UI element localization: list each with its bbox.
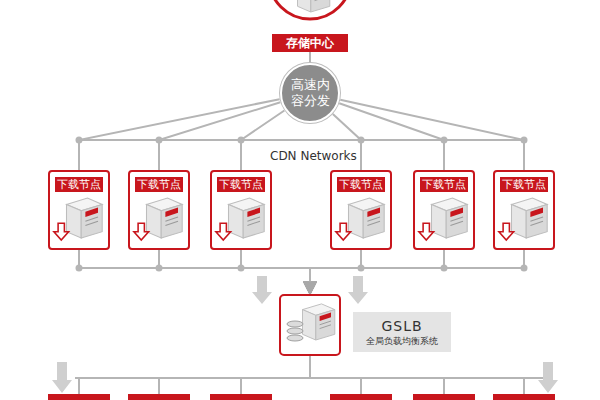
connector [241, 250, 310, 294]
network-label: CDN Networks [267, 149, 360, 163]
junction-dots [76, 137, 528, 272]
server-icon [303, 304, 335, 340]
gslb-drop [309, 356, 311, 378]
server-icon [298, 0, 330, 12]
gslb-panel: GSLB全局负载均衡系统 [353, 312, 451, 352]
gslb-illustration [281, 296, 339, 354]
system-description: 全局负载均衡系统 [366, 335, 438, 347]
server-icon [216, 198, 264, 240]
distribution-circle: 高速内容分发 [280, 63, 340, 123]
server-illustration [212, 192, 270, 246]
server-illustration [130, 192, 188, 246]
connector [159, 102, 280, 170]
server-icon [419, 198, 467, 240]
download-node: 下载节点 [48, 170, 110, 250]
node-header: 下载节点 [135, 177, 183, 192]
block-arrows [52, 276, 558, 393]
storage-label: 存储中心 [272, 34, 348, 52]
connector [310, 250, 444, 294]
server-illustration [332, 192, 390, 246]
node-header: 下载节点 [500, 177, 548, 192]
connector [309, 52, 311, 63]
connector [310, 250, 361, 294]
server-illustration [495, 192, 553, 246]
server-icon [54, 198, 102, 240]
server-icon [336, 198, 384, 240]
bottom-bar [75, 377, 545, 379]
node-header: 下载节点 [55, 177, 103, 192]
download-node: 下载节点 [330, 170, 392, 250]
hub-label: 高速内容分发 [289, 77, 331, 110]
download-node: 下载节点 [493, 170, 555, 250]
connector [310, 250, 524, 294]
distribution-bar [79, 139, 524, 141]
download-node: 下载节点 [210, 170, 272, 250]
database-icon [287, 321, 303, 341]
server-illustration [415, 192, 473, 246]
download-node: 下载节点 [128, 170, 190, 250]
connector [340, 100, 524, 170]
bottom-drops [79, 378, 524, 394]
node-header: 下载节点 [337, 177, 385, 192]
node-header: 下载节点 [420, 177, 468, 192]
storage-center: 存储中心 [260, 0, 360, 52]
storage-circle [260, 0, 360, 34]
download-node: 下载节点 [413, 170, 475, 250]
cropped-boxes [48, 394, 555, 400]
gslb-box: GSLB全局负载均衡系统 [279, 294, 341, 356]
system-name: GSLB [381, 318, 422, 335]
connector [79, 250, 310, 294]
connector [159, 250, 310, 294]
node-header: 下载节点 [217, 177, 265, 192]
server-illustration [50, 192, 108, 246]
server-icon [499, 198, 547, 240]
server-icon [134, 198, 182, 240]
